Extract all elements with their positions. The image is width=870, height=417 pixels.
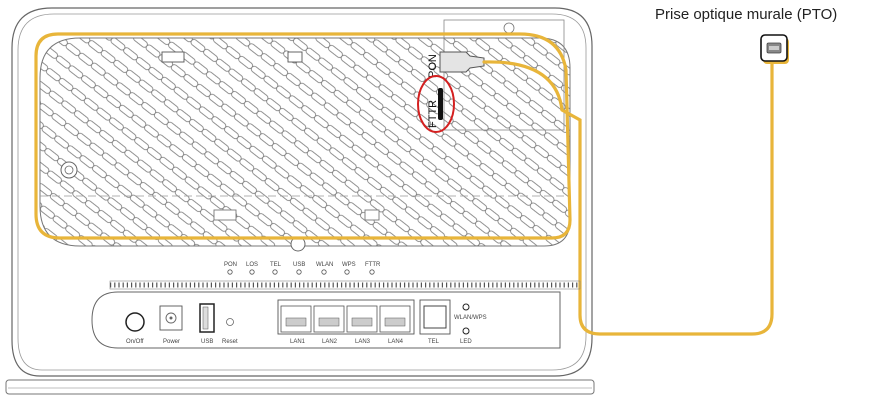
fttr-label: FTTR (427, 100, 439, 128)
svg-text:TEL: TEL (270, 262, 282, 268)
led-button (462, 327, 470, 335)
optical-wall-socket-icon (760, 34, 789, 64)
vent-panel (39, 19, 571, 252)
fiber-cable (34, 32, 774, 336)
svg-text:WLAN: WLAN (316, 262, 333, 268)
port-panel: On/Off Power USB Reset LAN1 LAN2 LAN (91, 291, 561, 349)
svg-text:LAN3: LAN3 (355, 339, 371, 345)
pon-label: PON (427, 54, 439, 78)
svg-text:LAN4: LAN4 (388, 339, 404, 345)
power-switch (125, 312, 145, 332)
led-tel: TEL (270, 262, 282, 275)
lan1-port (280, 305, 312, 333)
led-usb: USB (293, 262, 305, 275)
svg-text:LAN2: LAN2 (322, 339, 338, 345)
lan2-port (313, 305, 345, 333)
svg-text:Reset: Reset (222, 339, 238, 345)
fttr-port: FTTR (417, 75, 455, 133)
svg-text:USB: USB (293, 262, 305, 268)
svg-text:USB: USB (201, 339, 213, 345)
svg-text:PON: PON (224, 262, 237, 268)
svg-text:On/Off: On/Off (126, 339, 144, 345)
led-row: PON LOS TEL USB WLAN WPS FTTR (224, 262, 381, 275)
svg-text:TEL: TEL (428, 339, 440, 345)
pto-title: Prise optique murale (PTO) (655, 6, 838, 23)
led-pon: PON (224, 262, 237, 275)
svg-text:LOS: LOS (246, 262, 258, 268)
led-wlan: WLAN (316, 262, 333, 275)
reset-button (226, 318, 234, 326)
wlan-wps-button (462, 303, 470, 311)
svg-text:WPS: WPS (342, 262, 356, 268)
svg-text:FTTR: FTTR (365, 262, 381, 268)
svg-text:LED: LED (460, 339, 472, 345)
svg-text:WLAN/WPS: WLAN/WPS (454, 315, 487, 321)
lan3-port (346, 305, 378, 333)
svg-text:LAN1: LAN1 (290, 339, 306, 345)
fttr-highlight-circle (417, 75, 455, 133)
lan4-port (379, 305, 411, 333)
lan-ports: LAN1 LAN2 LAN3 LAN4 (277, 299, 415, 345)
pon-port: PON (427, 51, 485, 78)
svg-text:Power: Power (163, 339, 180, 345)
rib-strip (109, 280, 581, 290)
led-los: LOS (246, 262, 258, 275)
led-fttr: FTTR (365, 262, 381, 275)
led-wps: WPS (342, 262, 356, 275)
